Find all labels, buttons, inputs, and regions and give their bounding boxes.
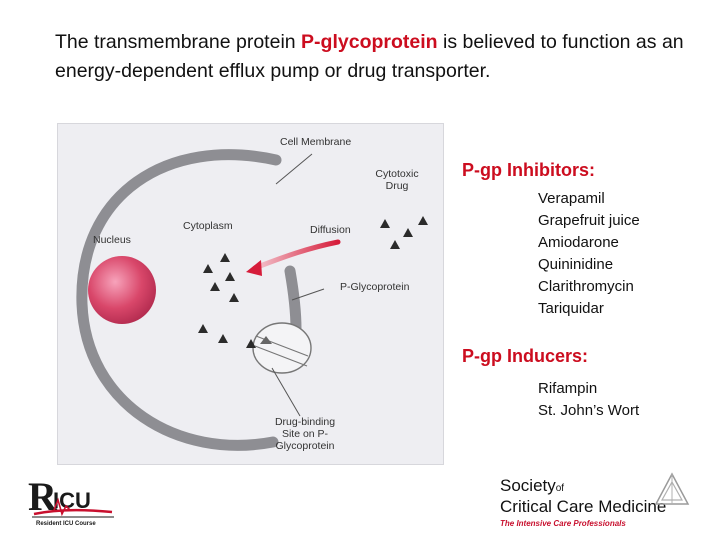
inhibitors-heading: P-gp Inhibitors: — [462, 160, 595, 180]
sccm-society: Society — [500, 476, 556, 495]
intracellular-drug-group — [198, 253, 256, 348]
sccm-tagline: The Intensive Care Professionals — [500, 519, 626, 528]
intro-highlight: P-glycoprotein — [301, 31, 438, 53]
pgp-diagram-art — [76, 149, 428, 451]
binding-site-label: Drug-binding Site on P-Glycoprotein — [274, 416, 336, 452]
svg-text:ICU: ICU — [53, 488, 91, 513]
inhibitor-item: Grapefruit juice — [538, 212, 640, 229]
diffusion-arrow — [252, 239, 341, 271]
sccm-triangle-icon — [654, 472, 690, 505]
intro-after: is believed to function as an energy-dep… — [55, 31, 684, 82]
cytotoxic-drug-label: Cytotoxic Drug — [375, 168, 419, 192]
cell-membrane — [76, 149, 282, 451]
inducers-heading: P-gp Inducers: — [462, 346, 589, 366]
intro-text: The transmembrane protein P-glycoprotein… — [55, 28, 695, 86]
ricu-logo-mark: R ICU Resident ICU Course — [28, 474, 114, 527]
ricu-caption: Resident ICU Course — [36, 521, 96, 527]
sccm-of: of — [555, 483, 565, 494]
cell-membrane-label: Cell Membrane — [280, 136, 352, 148]
inducers-list: Rifampin St. John’s Wort — [538, 378, 639, 422]
pgp-diagram: Cell Membrane Cytotoxic Drug Nucleus Cyt… — [57, 123, 444, 465]
inhibitors-list: Verapamil Grapefruit juice Amiodarone Qu… — [538, 188, 640, 320]
cytoplasm-label: Cytoplasm — [183, 220, 233, 232]
ricu-logo: R ICU Resident ICU Course — [22, 470, 122, 535]
extracellular-drug-group — [380, 216, 428, 249]
p-glycoprotein-label: P-Glycoprotein — [340, 281, 410, 293]
nucleus-shape — [88, 256, 156, 324]
intro-before: The transmembrane protein — [55, 31, 302, 53]
sccm-logo: Societyof Critical Care Medicine The Int… — [486, 470, 708, 532]
sccm-name: Critical Care Medicine — [500, 497, 667, 516]
sccm-society-line: Societyof — [500, 476, 564, 496]
inducer-item: Rifampin — [538, 380, 598, 397]
nucleus-label: Nucleus — [93, 234, 131, 246]
inhibitor-item: Clarithromycin — [538, 278, 634, 295]
inhibitor-item: Tariquidar — [538, 300, 604, 317]
inhibitor-item: Quininidine — [538, 256, 614, 273]
inhibitor-item: Amiodarone — [538, 234, 619, 251]
inhibitor-item: Verapamil — [538, 190, 605, 207]
membrane-segment — [284, 265, 302, 335]
diffusion-label: Diffusion — [310, 224, 351, 236]
inducer-item: St. John’s Wort — [538, 402, 640, 419]
